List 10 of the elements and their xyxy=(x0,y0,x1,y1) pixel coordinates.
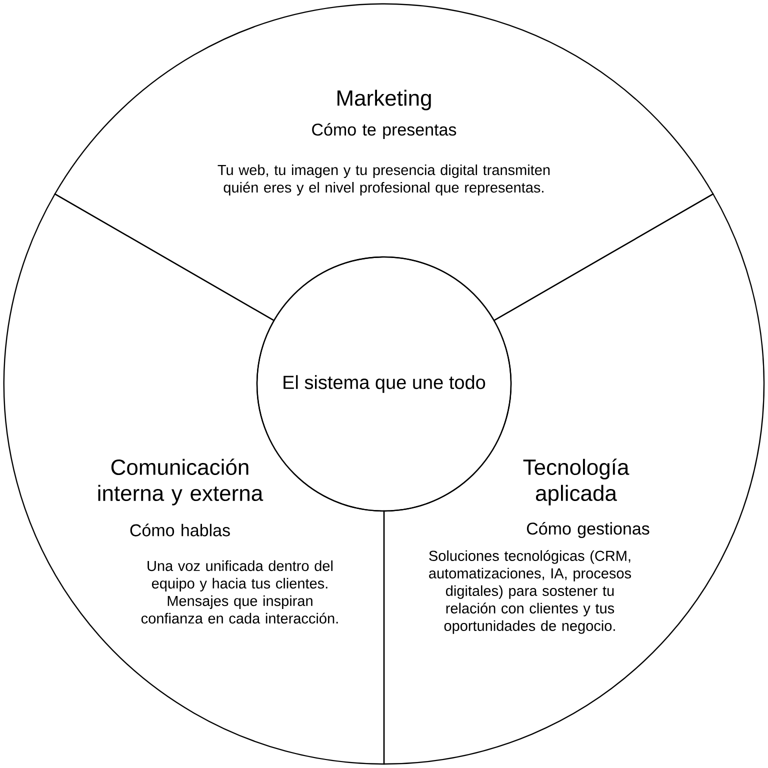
sector-subtitle: Cómo gestionas xyxy=(526,522,650,538)
sector-title: Tecnología aplicada xyxy=(523,458,630,506)
sector-description: Soluciones tecnológicas (CRM, automatizaciones, IA, procesos digitales) para sostener tu relación con clientes y tus oportunidades de negocio. xyxy=(429,550,631,634)
sector-description: Tu web, tu imagen y tu presencia digital transmiten quién eres y el nivel profesional que representas. xyxy=(218,164,550,196)
sector-subtitle: Cómo te presentas xyxy=(312,122,456,140)
sector-title: Marketing xyxy=(338,90,431,110)
sector-subtitle: Cómo hablas xyxy=(130,524,230,536)
sector-title: Comunicación interna y externa xyxy=(98,458,264,506)
center-subtitle: El sistema que une todo xyxy=(284,375,486,393)
sector-description: Una voz unificada dentro del equipo y hacia tus clientes. Mensajes que inspiran confianza en cada interacción. xyxy=(141,560,338,624)
